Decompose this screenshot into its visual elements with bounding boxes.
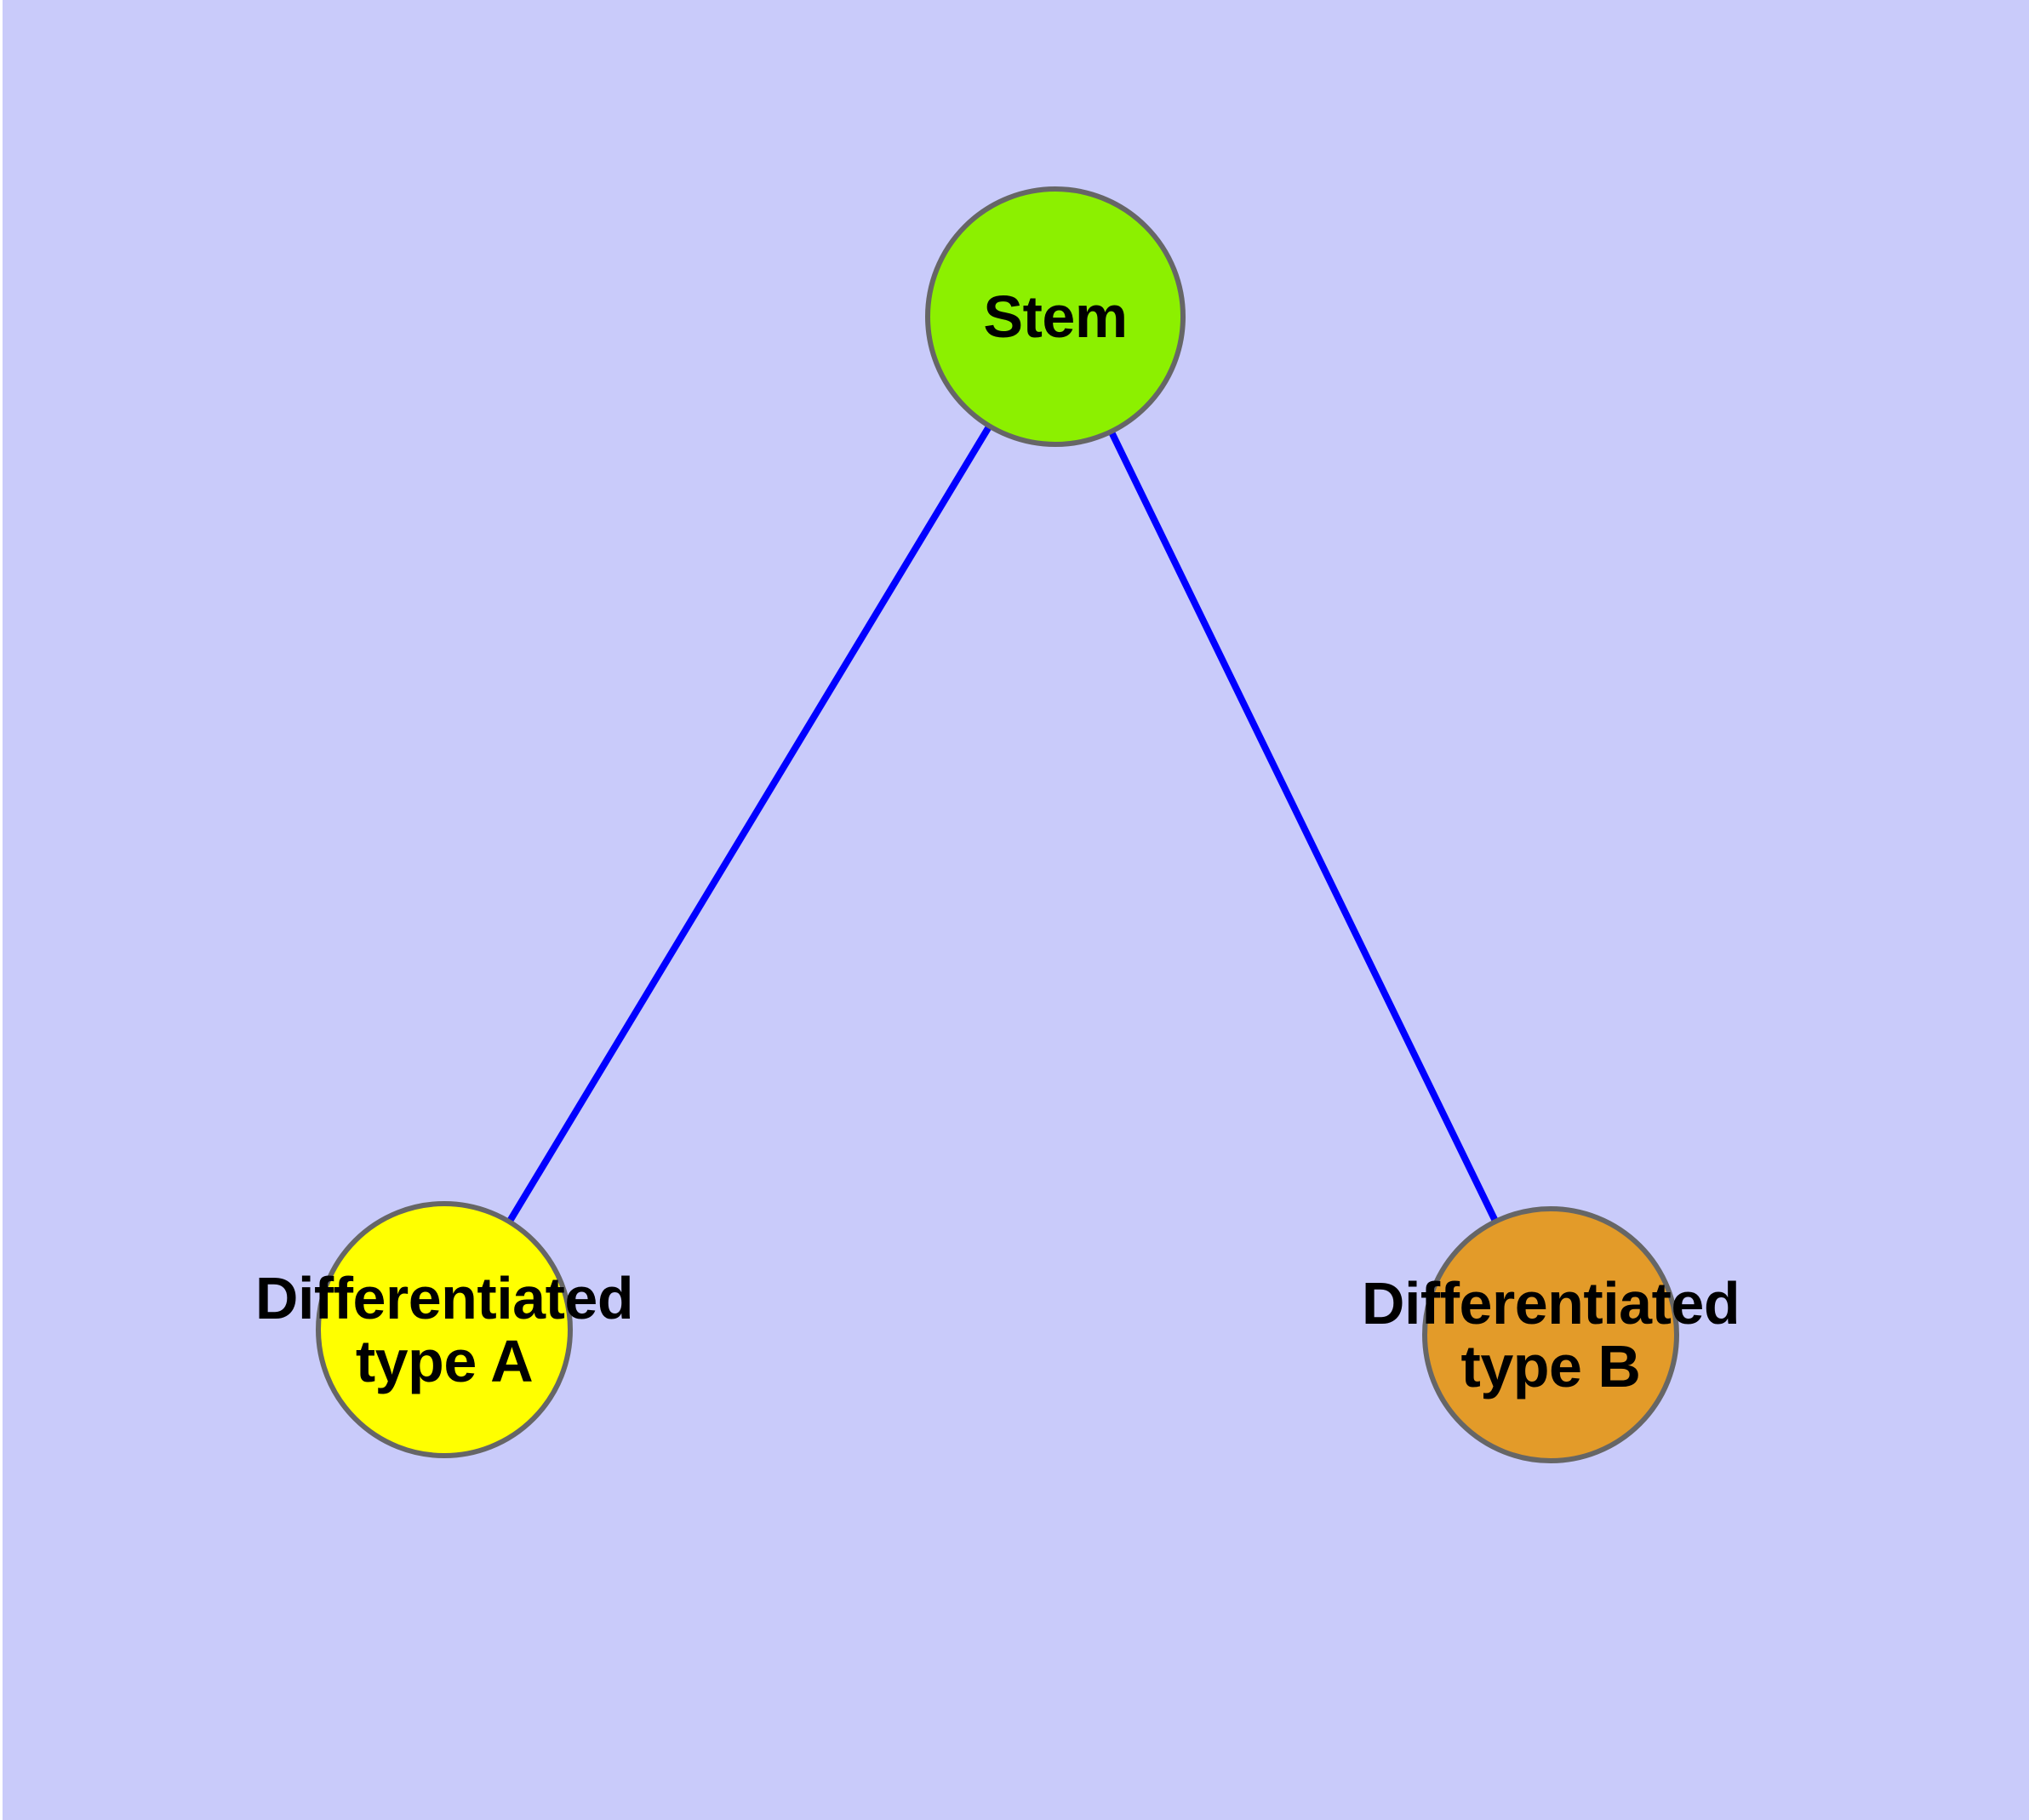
graph-node-diff_b[interactable] (1422, 1206, 1679, 1463)
graph-edge-stem-diff_a[interactable] (506, 425, 992, 1223)
graph-edge-stem-diff_b[interactable] (1108, 431, 1499, 1222)
node-layer (316, 186, 1679, 1463)
edge-layer (506, 425, 1499, 1223)
graph-node-diff_a[interactable] (316, 1201, 573, 1458)
graph-node-stem[interactable] (925, 186, 1186, 447)
